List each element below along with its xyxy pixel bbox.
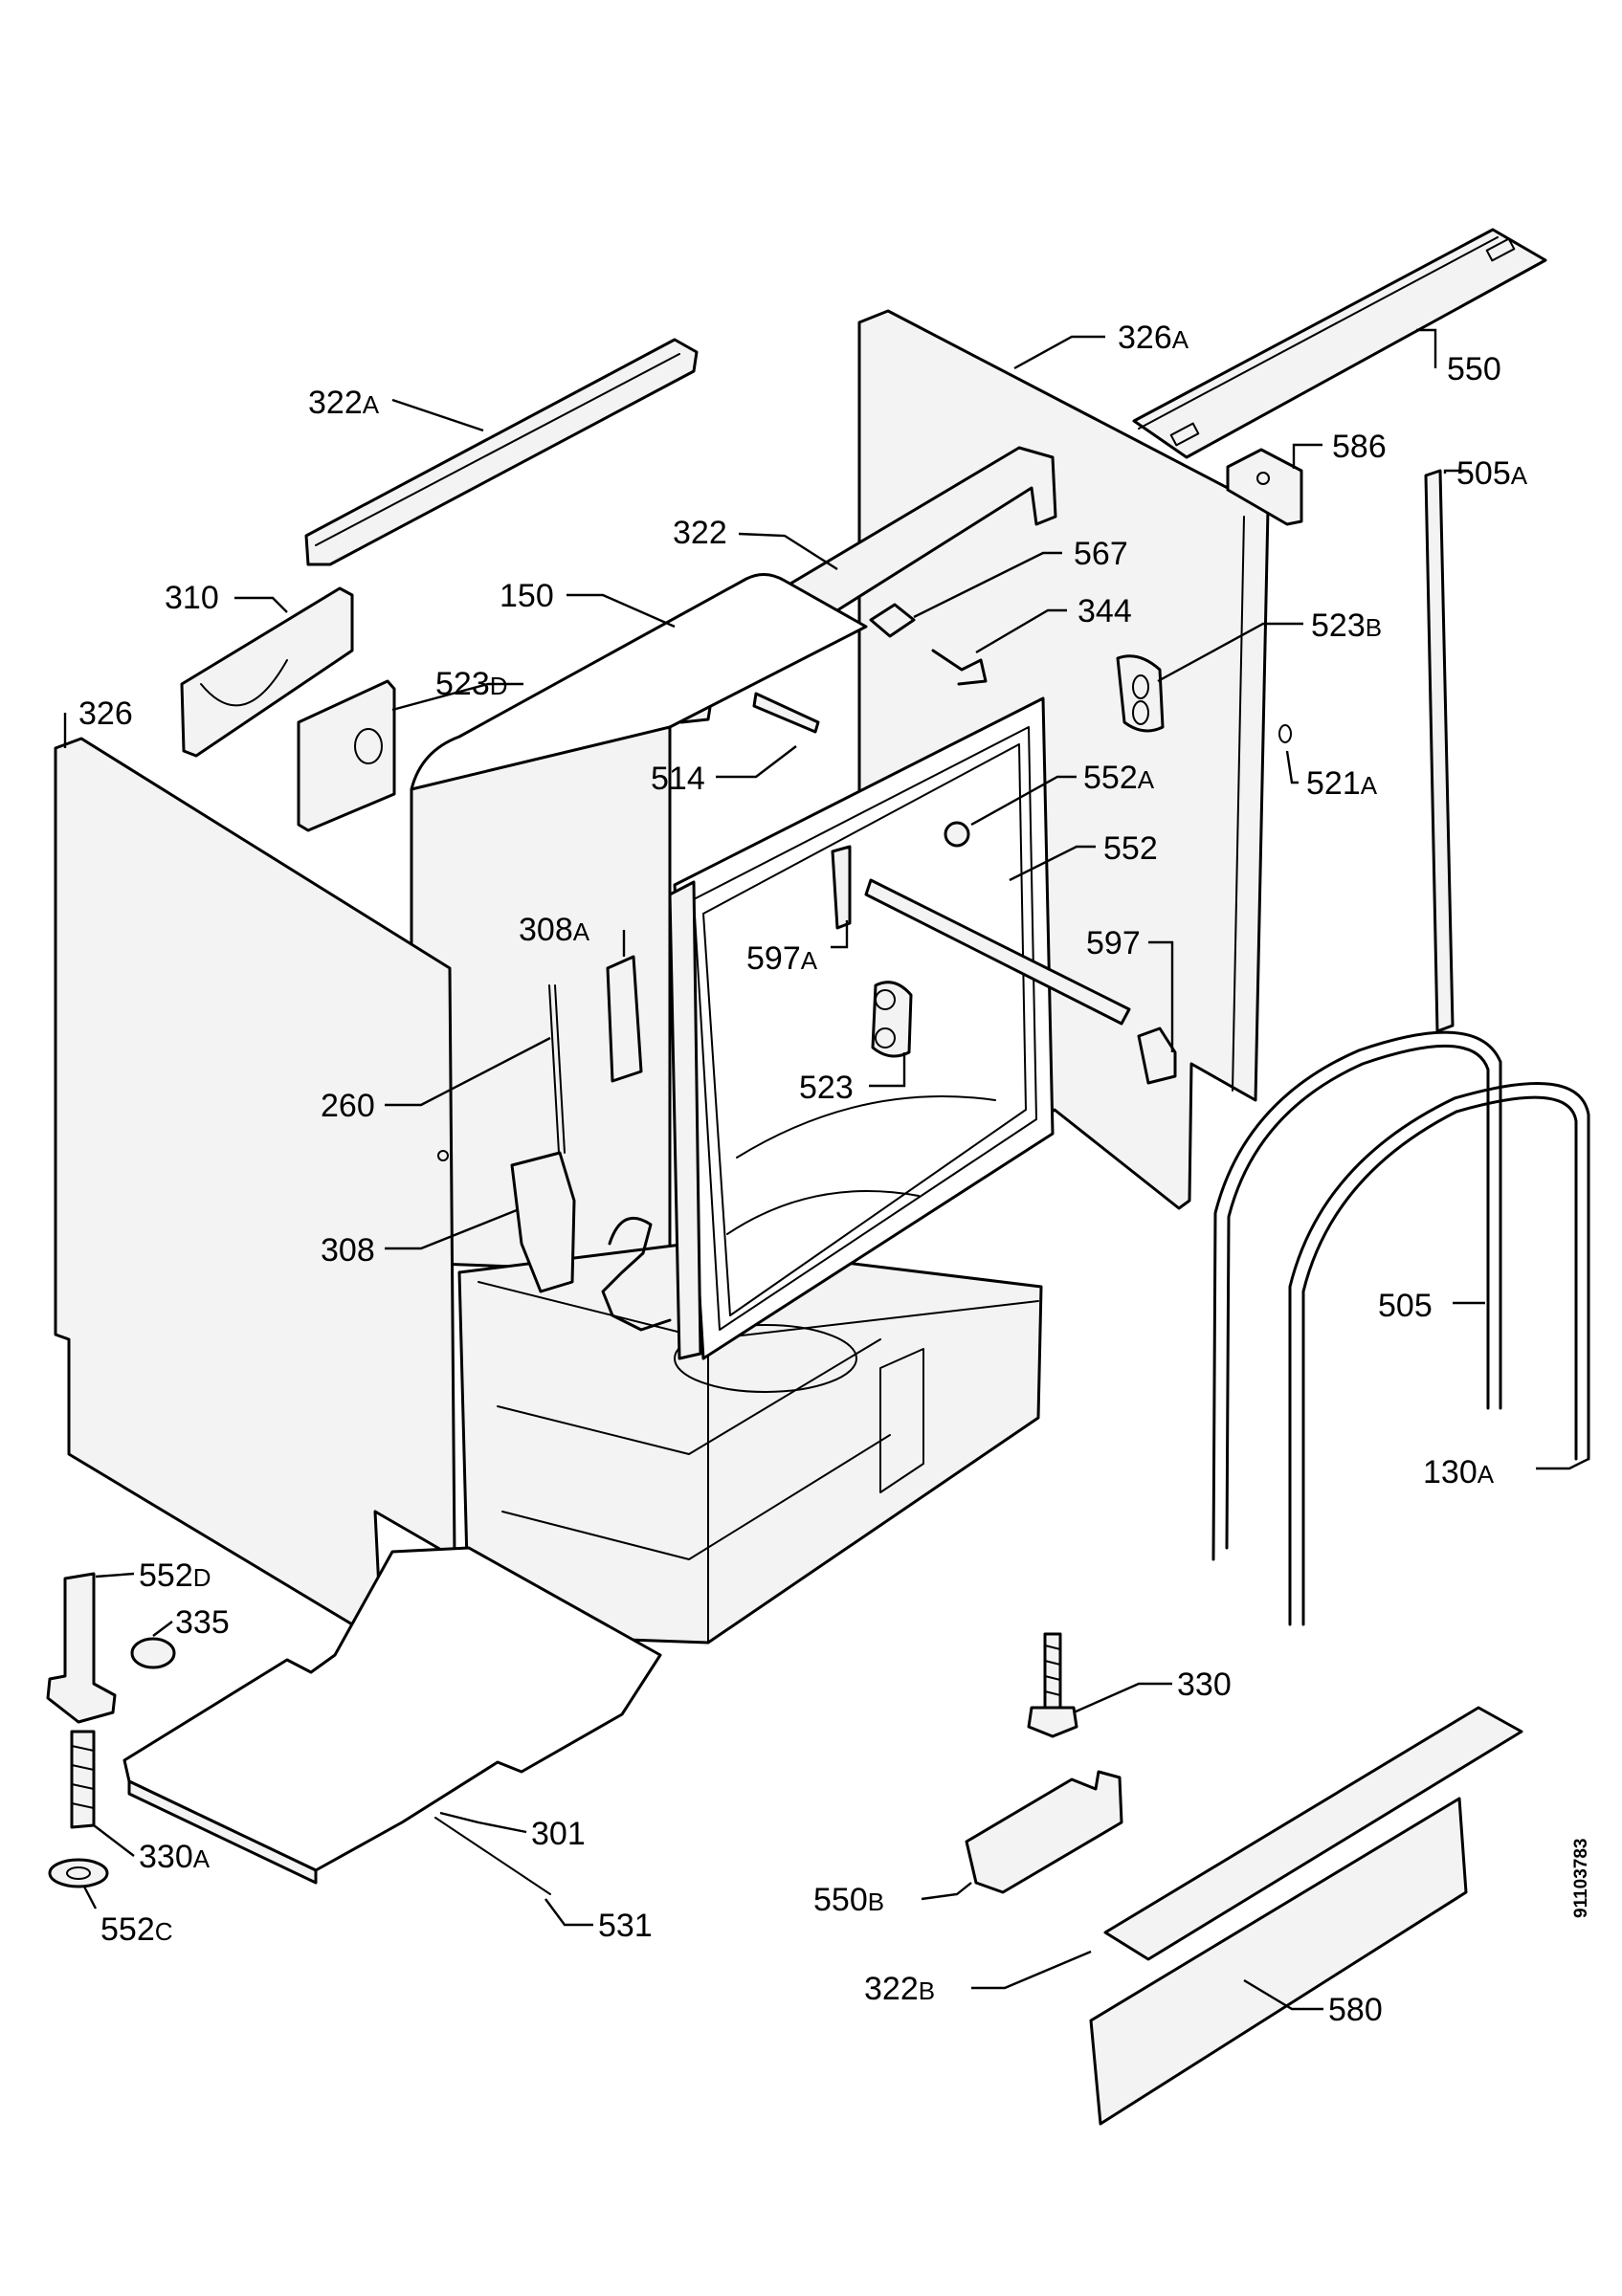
label-260: 260 [321,1088,375,1124]
label-580: 580 [1328,1992,1383,2028]
bottom-rails [1089,1706,1523,2126]
label-552a: 552A [1083,760,1155,796]
label-521a: 521A [1306,765,1378,802]
cover-310 [180,586,354,758]
inner-door-frame [668,696,1055,1360]
label-552: 552 [1103,830,1158,867]
label-550b: 550B [813,1882,884,1918]
label-150: 150 [500,578,554,614]
label-523: 523 [799,1070,854,1106]
strip-505a [1424,469,1455,1033]
bolt-330 [1027,1632,1078,1738]
bracket-550b [965,1770,1123,1894]
label-505: 505 [1378,1288,1433,1324]
label-597a: 597A [746,940,818,977]
plate-523d [297,679,396,832]
label-505a: 505A [1456,455,1528,492]
label-326: 326 [78,695,133,732]
label-523b: 523B [1311,607,1382,644]
label-552d: 552D [139,1557,211,1594]
foot-parts [46,1572,176,1888]
door-seals [1211,1030,1590,1626]
top-trim-322a [304,338,699,566]
base-frame-301 [122,1546,662,1895]
top-rail-550 [1132,228,1547,459]
tub-150 [410,573,1043,1645]
bracket-586 [1226,448,1303,526]
label-130a: 130A [1423,1454,1495,1490]
label-335: 335 [175,1604,230,1641]
label-308a: 308A [519,912,590,948]
label-322b: 322B [864,1971,935,2007]
side-panel-326 [54,737,456,1638]
label-531: 531 [598,1908,653,1944]
label-344: 344 [1078,593,1132,629]
leader-lines [63,328,1589,2011]
small-fittings [752,603,1292,1085]
label-308: 308 [321,1232,375,1269]
label-550: 550 [1447,351,1501,387]
label-523d: 523D [435,666,508,702]
label-322: 322 [673,515,727,551]
label-322a: 322A [308,385,380,421]
part-labels: 322A 326A 550 586 505A 310 322 567 150 3… [78,320,1528,2028]
label-586: 586 [1332,429,1387,465]
label-330: 330 [1177,1667,1232,1703]
label-310: 310 [165,580,219,616]
label-301: 301 [531,1816,586,1852]
label-514: 514 [651,761,705,797]
label-326a: 326A [1118,320,1189,356]
label-597: 597 [1086,925,1141,961]
label-552c: 552C [100,1911,173,1948]
label-567: 567 [1074,536,1128,572]
document-code: 91103783 [1571,1839,1591,1919]
label-330a: 330A [139,1839,211,1875]
latch-assembly [510,955,672,1332]
